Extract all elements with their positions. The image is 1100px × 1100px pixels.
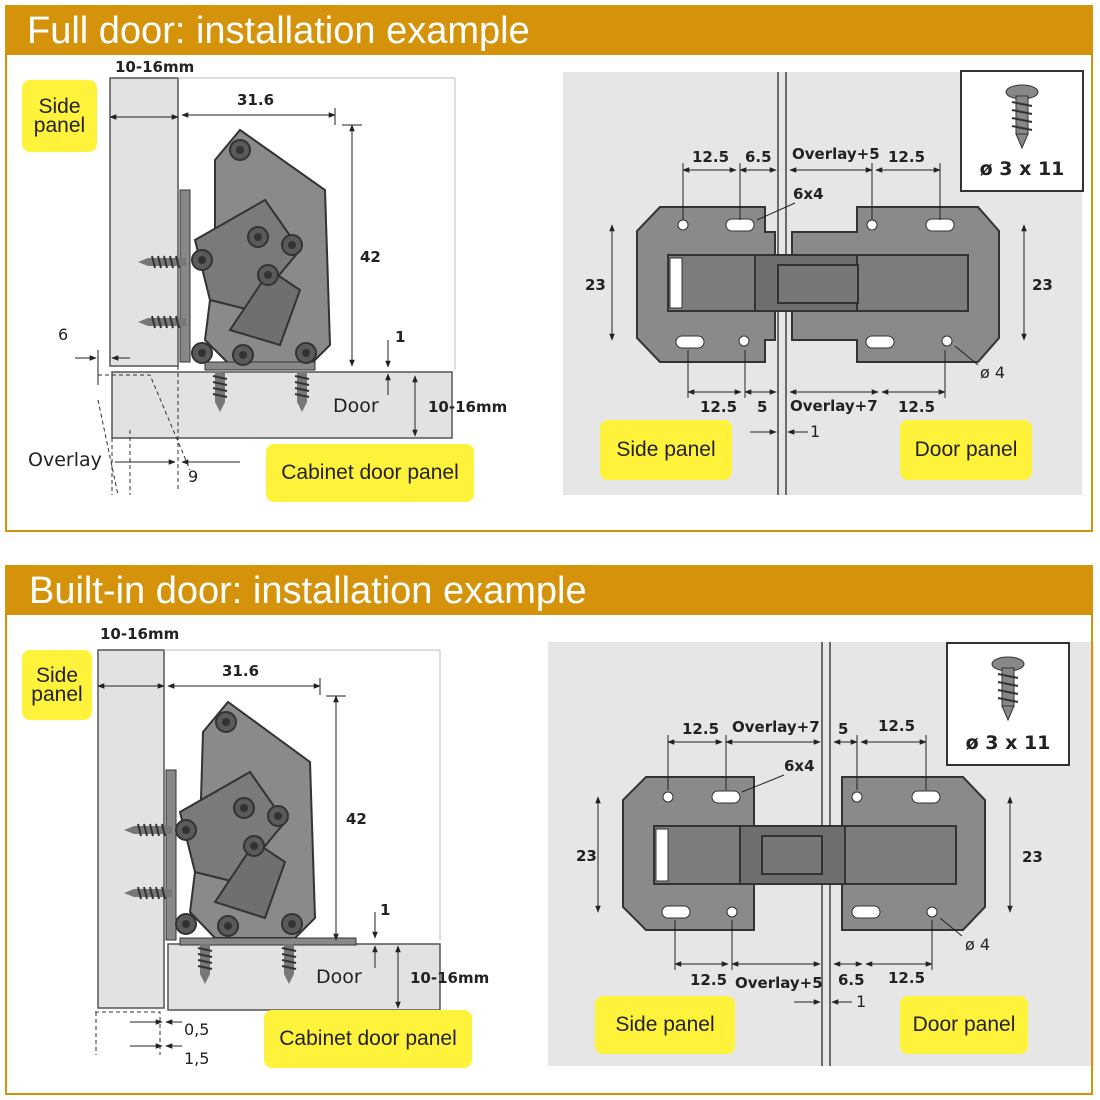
builtin-screw-label: ø 3 x 11	[965, 732, 1051, 754]
builtin-side-panel-note: Side panel	[22, 650, 92, 720]
full-overlay-label: Overlay	[28, 449, 102, 471]
builtin-plate-top-c: 5	[838, 720, 848, 738]
full-screw-box: ø 3 x 11	[960, 70, 1084, 192]
builtin-plate-bot-c: 6.5	[838, 971, 865, 989]
builtin-screw-box: ø 3 x 11	[946, 642, 1070, 766]
full-plate-top-a: 12.5	[692, 148, 729, 166]
builtin-plate-view: 12.5 Overlay+7 5 12.5 6x4 23 23 ø 4 12.5…	[548, 642, 1094, 1066]
screw-icon	[1005, 84, 1039, 150]
full-plate-bot-c: Overlay+7	[790, 397, 878, 415]
screw-icon	[991, 656, 1025, 722]
builtin-plate-bot-d: 12.5	[888, 969, 925, 987]
full-plate-h-left: 23	[585, 276, 606, 294]
builtin-dim-gap: 1	[380, 901, 390, 919]
full-dim-bottom: 9	[188, 467, 198, 486]
full-dim-left: 6	[58, 325, 68, 344]
full-plate-bot-b: 5	[757, 398, 767, 416]
full-dim-width: 31.6	[237, 91, 274, 109]
builtin-plate-gap: 1	[856, 992, 866, 1011]
builtin-dim-width: 31.6	[222, 662, 259, 680]
full-thickness-door: 10-16mm	[428, 398, 507, 416]
full-plate-top-c: Overlay+5	[792, 145, 880, 163]
builtin-plate-door-panel-note: Door panel	[900, 996, 1028, 1054]
full-door-side-view: 10-16mm 31.6 42 1 6 9 Door 10-16mm Overl…	[28, 58, 507, 496]
builtin-thickness-door: 10-16mm	[410, 969, 489, 987]
builtin-plate-top-b: Overlay+7	[732, 718, 820, 736]
builtin-thickness-top: 10-16mm	[100, 625, 179, 643]
full-plate-gap: 1	[810, 422, 820, 441]
full-plate-top-d: 12.5	[888, 148, 925, 166]
full-screw-label: ø 3 x 11	[979, 158, 1065, 180]
builtin-side-view: 10-16mm 31.6 42 1 Door 10-16mm 0,5 1,5	[95, 625, 489, 1068]
builtin-dim-height: 42	[346, 810, 367, 828]
full-dim-gap: 1	[395, 328, 405, 346]
builtin-plate-slot: 6x4	[784, 757, 815, 775]
full-cabinet-door-note: Cabinet door panel	[266, 444, 474, 502]
full-plate-door-panel-note: Door panel	[900, 420, 1032, 480]
builtin-plate-bot-a: 12.5	[690, 971, 727, 989]
full-door-label: Door	[333, 395, 379, 417]
builtin-cabinet-door-note: Cabinet door panel	[264, 1010, 472, 1068]
builtin-dim-small-a: 0,5	[184, 1020, 209, 1039]
builtin-dim-small-b: 1,5	[184, 1049, 209, 1068]
builtin-plate-hole: ø 4	[965, 935, 990, 954]
full-plate-h-right: 23	[1032, 276, 1053, 294]
full-side-panel-note: Side panel	[22, 80, 97, 152]
builtin-plate-bot-b: Overlay+5	[735, 974, 823, 992]
full-thickness-top: 10-16mm	[115, 58, 194, 76]
builtin-plate-top-a: 12.5	[682, 720, 719, 738]
door-board	[111, 371, 453, 439]
builtin-plate-h-left: 23	[576, 847, 597, 865]
full-hinge-body	[137, 128, 332, 413]
builtin-plate-side-panel-note: Side panel	[595, 996, 735, 1054]
full-door-title-overlay: Full door: installation example	[7, 7, 1091, 55]
full-plate-bot-d: 12.5	[898, 398, 935, 416]
full-plate-bot-a: 12.5	[700, 398, 737, 416]
builtin-plate-top-d: 12.5	[878, 717, 915, 735]
full-plate-hole: ø 4	[980, 363, 1005, 382]
builtin-hinge-body	[123, 700, 357, 985]
full-dim-height: 42	[360, 248, 381, 266]
full-plate-top-b: 6.5	[745, 148, 772, 166]
builtin-door-label: Door	[316, 966, 362, 988]
full-plate-side-panel-note: Side panel	[600, 420, 732, 480]
builtin-plate-h-right: 23	[1022, 848, 1043, 866]
full-plate-slot: 6x4	[793, 185, 824, 203]
